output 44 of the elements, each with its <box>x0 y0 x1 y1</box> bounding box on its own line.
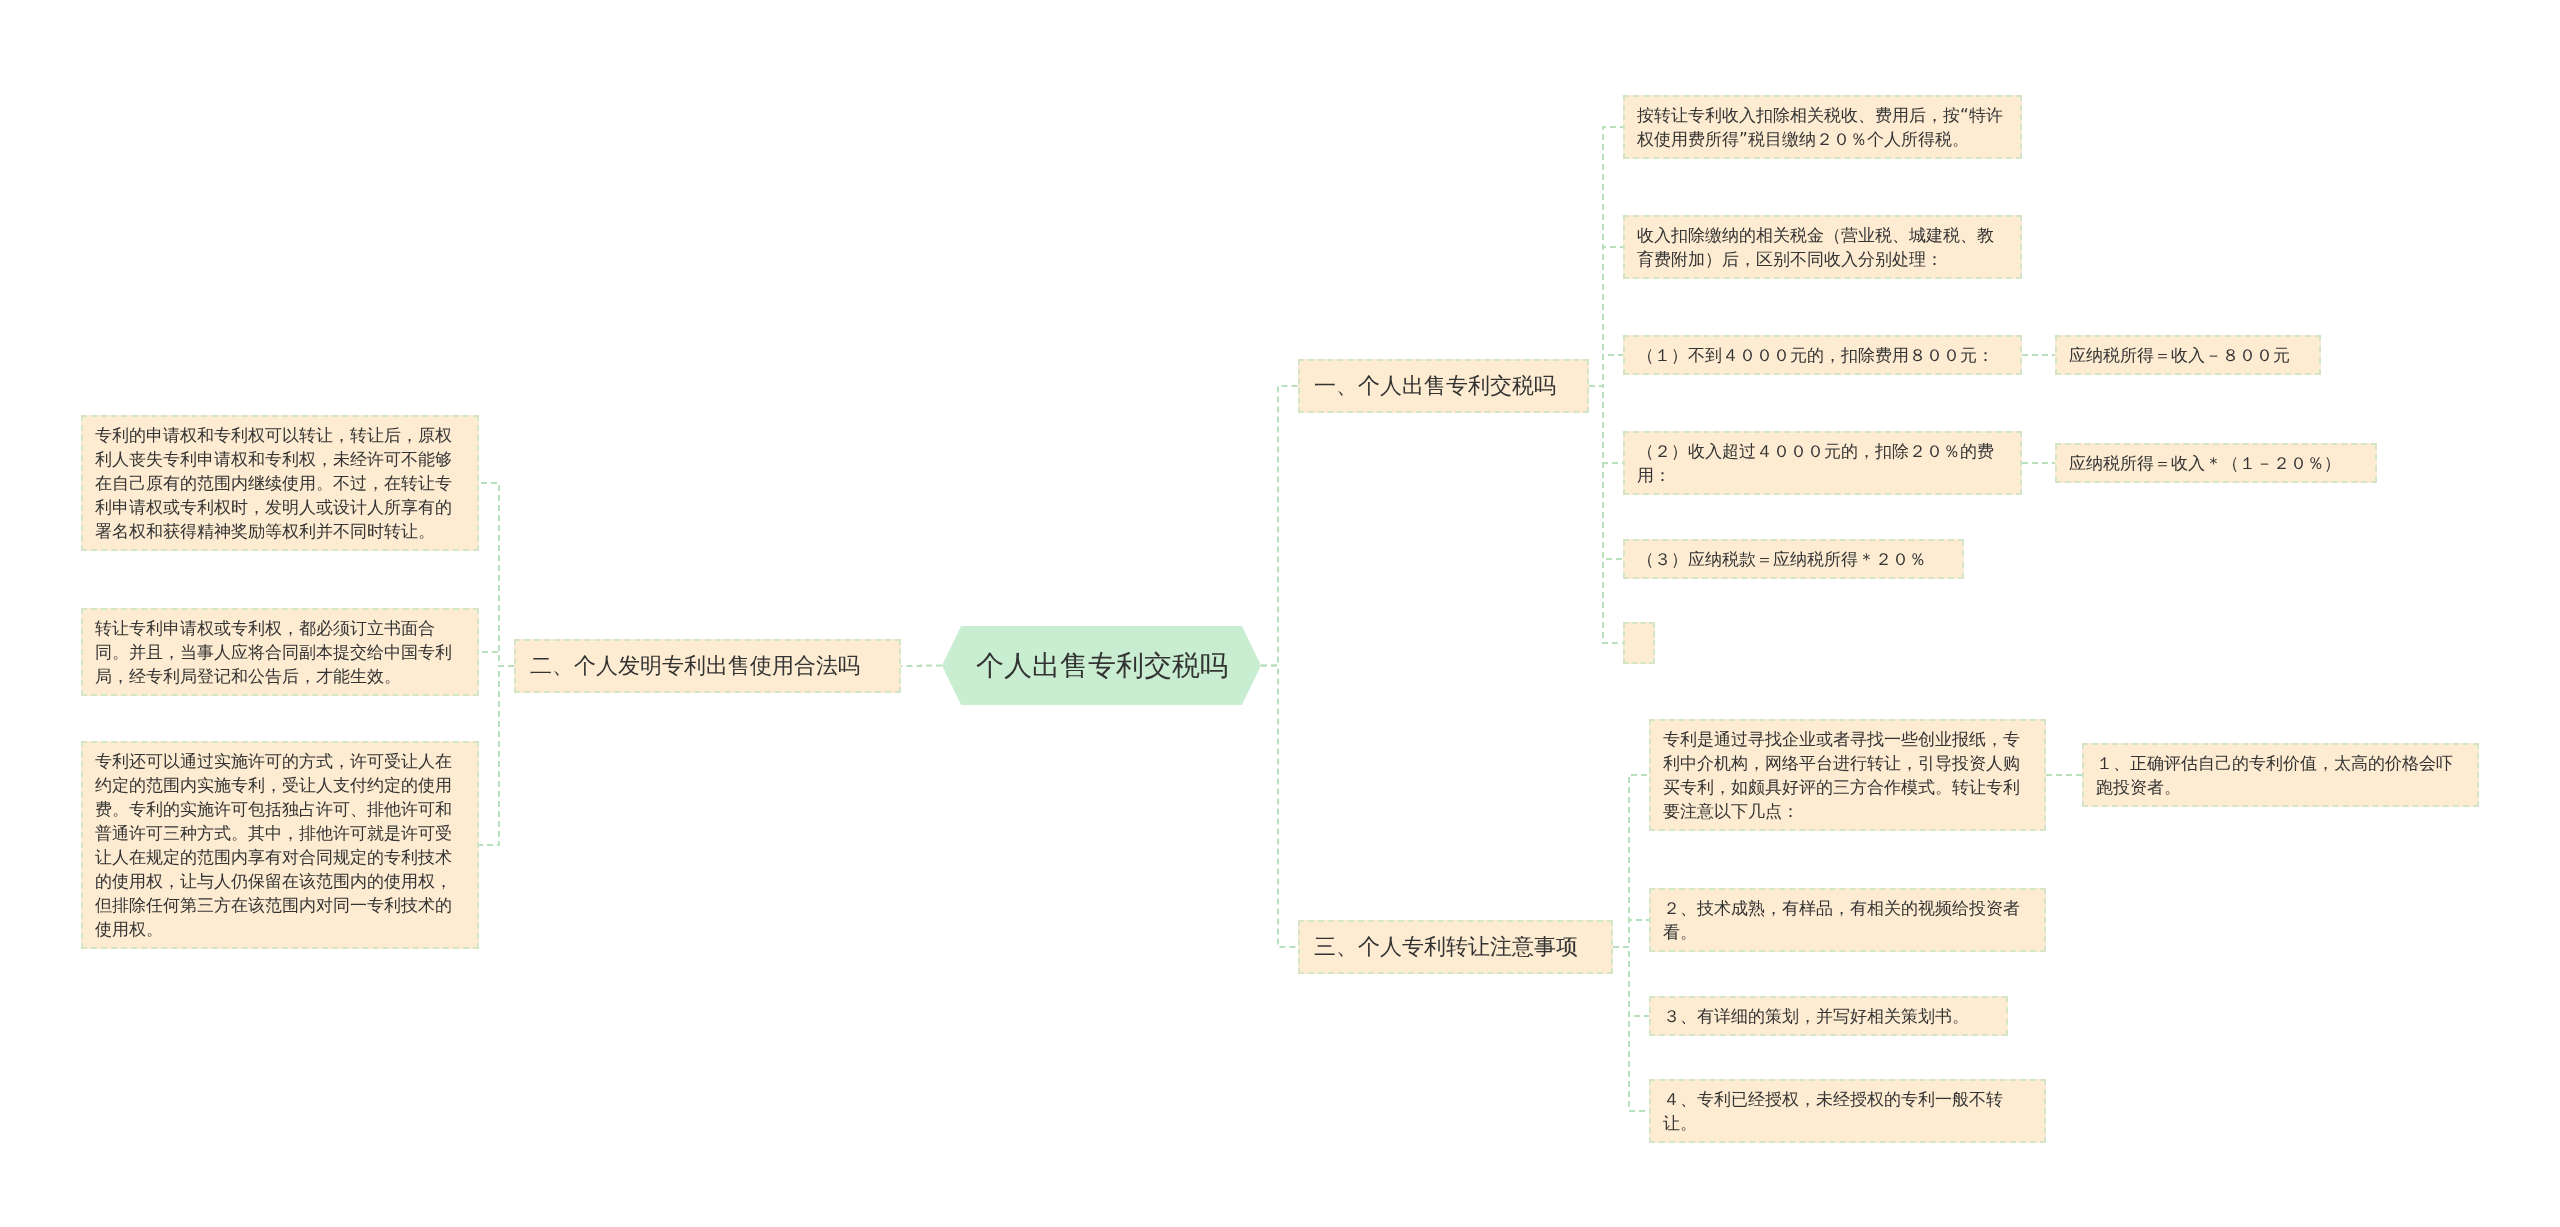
connector-line <box>2021 462 2056 464</box>
note-box <box>1623 431 2022 495</box>
connector-line <box>2021 354 2056 356</box>
connector-line <box>1260 664 1299 948</box>
note-box <box>1623 215 2022 279</box>
note-text: （１）不到４０００元的，扣除费用８００元： <box>1637 344 1995 367</box>
note-text: 专利是通过寻找企业或者寻找一些创业报纸，专利中介机构，网络平台进行转让，引导投资人购买专利，如颇具好评的三方合作模式。转让专利要注意以下几点： <box>1663 728 2021 823</box>
note-text: ２、技术成熟，有样品，有相关的视频给投资者看。 <box>1663 897 2021 944</box>
note-text: １、正确评估自己的专利价值，太高的价格会吓跑投资者。 <box>2096 752 2454 799</box>
note-box <box>2055 335 2321 375</box>
note-box <box>1623 335 2022 375</box>
topic-box <box>1298 359 1589 413</box>
note-text: （２）收入超过４０００元的，扣除２０％的费用： <box>1637 440 1995 487</box>
note-box <box>2055 443 2377 483</box>
note-text: （３）应纳税款＝应纳税所得＊２０％ <box>1637 548 1927 571</box>
note-text: 应纳税所得＝收入＊（１－２０％） <box>2069 452 2342 475</box>
note-text: 专利还可以通过实施许可的方式，许可受让人在约定的范围内实施专利，受让人支付约定的使用费。专利的实施许可包括独占许可、排他许可和普通许可三种方式。其中，排他许可就是许可受让人在规定的范围内享有对合同规定的专利技术的使用权，让与人仍保留在该范围内的使用权，但排除任何第三方在该范围内对同一专利技术的使用权。 <box>95 750 453 941</box>
note-text: 应纳税所得＝收入－８００元 <box>2069 344 2291 367</box>
note-box <box>81 741 479 949</box>
topic-box <box>514 639 901 693</box>
note-text: ３、有详细的策划，并写好相关策划书。 <box>1663 1005 1970 1028</box>
topic-text: 三、个人专利转让注意事项 <box>1314 933 1579 961</box>
connector-line <box>2045 774 2083 776</box>
note-text: 转让专利申请权或专利权，都必须订立书面合同。并且，当事人应将合同副本提交给中国专利局，经专利局登记和公告后，才能生效。 <box>95 617 453 688</box>
note-text: 收入扣除缴纳的相关税金（营业税、城建税、教育费附加）后，区别不同收入分别处理： <box>1637 224 1995 271</box>
note-box <box>81 415 479 551</box>
note-text: 专利的申请权和专利权可以转让，转让后，原权利人丧失专利申请权和专利权，未经许可不能够在自己原有的范围内继续使用。不过，在转让专利申请权或专利权时，发明人或设计人所享有的署名权和获得精神奖励等权利并不同时转让。 <box>95 424 453 543</box>
topic-text: 一、个人出售专利交税吗 <box>1314 372 1557 400</box>
root-topic-hexagon <box>942 626 1261 705</box>
note-box <box>1649 888 2046 952</box>
note-box <box>2082 743 2479 807</box>
note-text: ４、专利已经授权，未经授权的专利一般不转让。 <box>1663 1088 2004 1135</box>
topic-box <box>1298 920 1613 974</box>
empty-box <box>1623 622 1655 664</box>
note-box <box>81 608 479 696</box>
note-text: 按转让专利收入扣除相关税收、费用后，按“特许权使用费所得”税目缴纳２０％个人所得税。 <box>1637 104 2004 151</box>
note-box <box>1623 95 2022 159</box>
connector-line <box>478 665 515 846</box>
note-box <box>1623 539 1964 579</box>
note-box <box>1649 1079 2046 1143</box>
topic-text: 二、个人发明专利出售使用合法吗 <box>530 652 861 680</box>
note-box <box>1649 996 2008 1036</box>
note-box <box>1649 719 2046 831</box>
topic-text: 个人出售专利交税吗 <box>975 653 1228 678</box>
